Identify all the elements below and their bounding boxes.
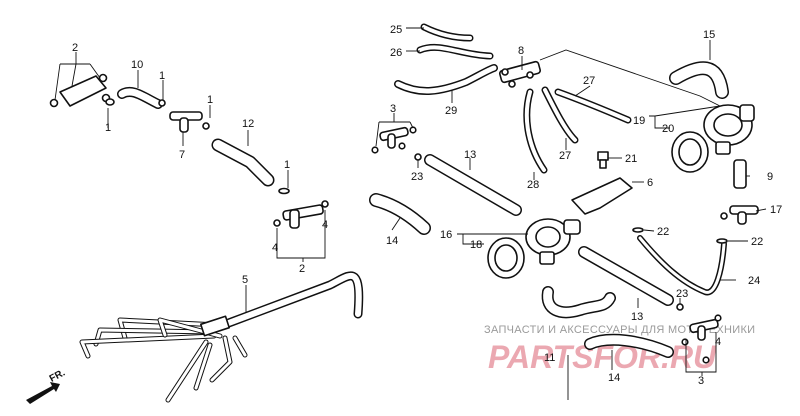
callout-3-lower: 3 (698, 375, 704, 387)
hose-10 (117, 86, 163, 109)
callout-27-lower: 27 (559, 150, 571, 162)
hose-28 (523, 88, 548, 174)
callout-13-lower: 13 (631, 311, 643, 323)
clip-22-a (632, 227, 644, 233)
hose-9 (733, 159, 747, 189)
callout-5: 5 (242, 274, 248, 286)
front-direction-arrow: FR. (26, 367, 67, 404)
callout-28: 28 (527, 179, 539, 191)
bolt-21 (597, 151, 609, 169)
callout-11: 11 (544, 352, 555, 364)
callout-22-b: 22 (751, 236, 763, 248)
callout-6: 6 (647, 177, 653, 189)
callout-16: 16 (440, 229, 452, 241)
callout-4-right: 4 (322, 219, 328, 231)
callout-18: 18 (470, 239, 482, 251)
callout-9: 9 (767, 171, 773, 183)
front-direction-label: FR. (48, 367, 68, 384)
callout-2-top: 2 (72, 42, 78, 54)
callout-1-d: 1 (284, 159, 290, 171)
clamp-ring-20 (671, 131, 709, 173)
joint-3-lower (681, 314, 722, 364)
watermark-tagline: ЗАПЧАСТИ И АКСЕССУАРЫ ДЛЯ МОТОТЕХНИКИ (484, 324, 755, 336)
callout-3-upper: 3 (390, 103, 396, 115)
callout-24: 24 (748, 275, 760, 287)
hose-29 (394, 64, 498, 95)
callout-12: 12 (242, 118, 254, 130)
callout-13-upper: 13 (464, 149, 476, 161)
valve-20 (703, 104, 755, 155)
hose-25 (420, 23, 474, 42)
callout-1-b: 1 (105, 122, 111, 134)
bracket-6 (571, 177, 633, 215)
callout-8: 8 (518, 45, 524, 57)
callout-20: 20 (662, 123, 674, 135)
callout-1-c: 1 (207, 94, 213, 106)
hose-5 (79, 271, 364, 403)
hose-13-lower (578, 246, 674, 306)
callout-21: 21 (625, 153, 637, 165)
callout-26: 26 (390, 47, 402, 59)
leader-lines (54, 27, 767, 400)
hose-15 (669, 61, 729, 99)
joint-3-upper (371, 126, 417, 154)
t-joint-7 (158, 99, 210, 133)
callout-23-lower: 23 (676, 288, 688, 300)
callout-19: 19 (633, 115, 645, 127)
valve-16 (525, 218, 581, 265)
t-joint-2-mid (273, 187, 329, 229)
hose-26 (416, 43, 494, 60)
callout-15: 15 (703, 29, 715, 41)
hose-14-lower (584, 333, 674, 358)
clip-23-upper (414, 153, 422, 161)
hose-24 (637, 235, 727, 296)
clamp-ring-18 (487, 237, 525, 279)
hose-11 (541, 286, 616, 319)
callout-29: 29 (445, 105, 457, 117)
callout-1-a: 1 (159, 70, 165, 82)
callout-4-bottom: 4 (715, 336, 721, 348)
callout-10: 10 (131, 59, 143, 71)
hose-27-upper (554, 88, 632, 124)
callout-2-mid: 2 (299, 263, 305, 275)
callout-14-upper: 14 (386, 235, 398, 247)
t-fitting-17 (720, 205, 759, 225)
callout-14-lower: 14 (608, 372, 620, 384)
connector-8 (499, 60, 541, 88)
clip-1-top (105, 98, 115, 106)
joint-2-top (49, 73, 111, 108)
hose-13-upper (424, 154, 522, 216)
callout-numbers: 2 10 1 1 1 7 12 1 4 4 2 5 25 26 8 15 29 … (72, 24, 782, 387)
callout-27-upper: 27 (583, 75, 595, 87)
clip-23-lower (676, 303, 684, 311)
callout-22-a: 22 (657, 226, 669, 238)
hose-14-upper (369, 193, 431, 235)
callout-4-left: 4 (272, 242, 278, 254)
clip-22-b (716, 238, 728, 244)
callout-17: 17 (770, 204, 782, 216)
callout-7: 7 (179, 149, 185, 161)
callout-25: 25 (390, 24, 402, 36)
hose-12 (211, 138, 275, 187)
hose-27-lower (541, 86, 579, 144)
callout-23-upper: 23 (411, 171, 423, 183)
